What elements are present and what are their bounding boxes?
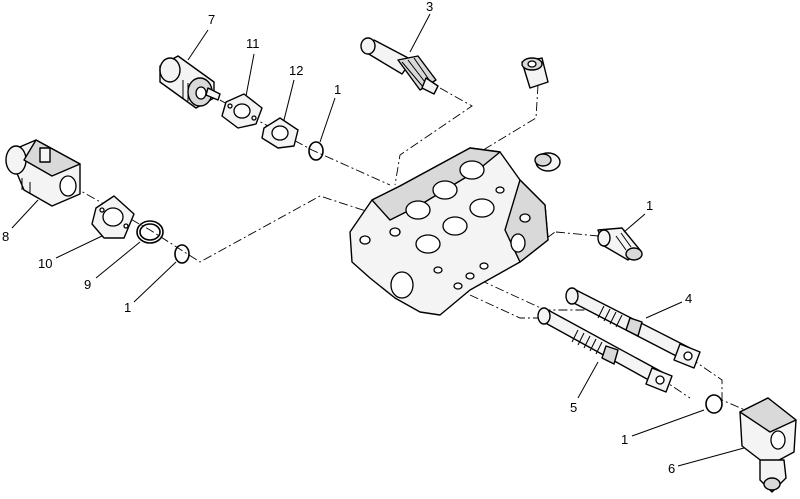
part-6-end-cap	[739, 397, 797, 493]
part-9-oring-large	[136, 220, 164, 244]
part-10-flange	[91, 195, 135, 239]
callout-1-bottom: 1	[621, 432, 628, 447]
plug-side	[534, 152, 561, 172]
callout-9: 9	[84, 277, 91, 292]
part-1-oring-bottom	[705, 394, 723, 414]
part-11-plate	[221, 93, 263, 129]
callout-4: 4	[685, 291, 692, 306]
callout-5: 5	[570, 400, 577, 415]
callout-6: 6	[668, 461, 675, 476]
callout-12: 12	[289, 63, 303, 78]
part-12-gasket	[261, 117, 299, 149]
callout-7: 7	[208, 12, 215, 27]
callout-11: 11	[246, 36, 260, 51]
part-4-spool	[565, 287, 701, 369]
part-8-solenoid	[5, 139, 81, 207]
callouts: 7 11 12 3 1 8 10 9 1 1 4 5 1 6	[2, 0, 692, 476]
callout-1-top: 1	[334, 82, 341, 97]
part-7-solenoid-coil	[159, 55, 221, 109]
plug-top	[521, 57, 549, 89]
part-5-spool	[537, 307, 673, 393]
leader-lines	[11, 13, 745, 467]
callout-3: 3	[426, 0, 433, 14]
part-3-cartridge-valve	[360, 37, 439, 95]
callout-8: 8	[2, 229, 9, 244]
callout-10: 10	[38, 256, 52, 271]
part-1-plug-right	[597, 227, 643, 261]
part-1-oring-left	[174, 244, 190, 264]
part-1-oring-top	[308, 141, 324, 161]
callout-1-right: 1	[646, 198, 653, 213]
callout-1-left: 1	[124, 300, 131, 315]
valve-body	[349, 147, 549, 316]
